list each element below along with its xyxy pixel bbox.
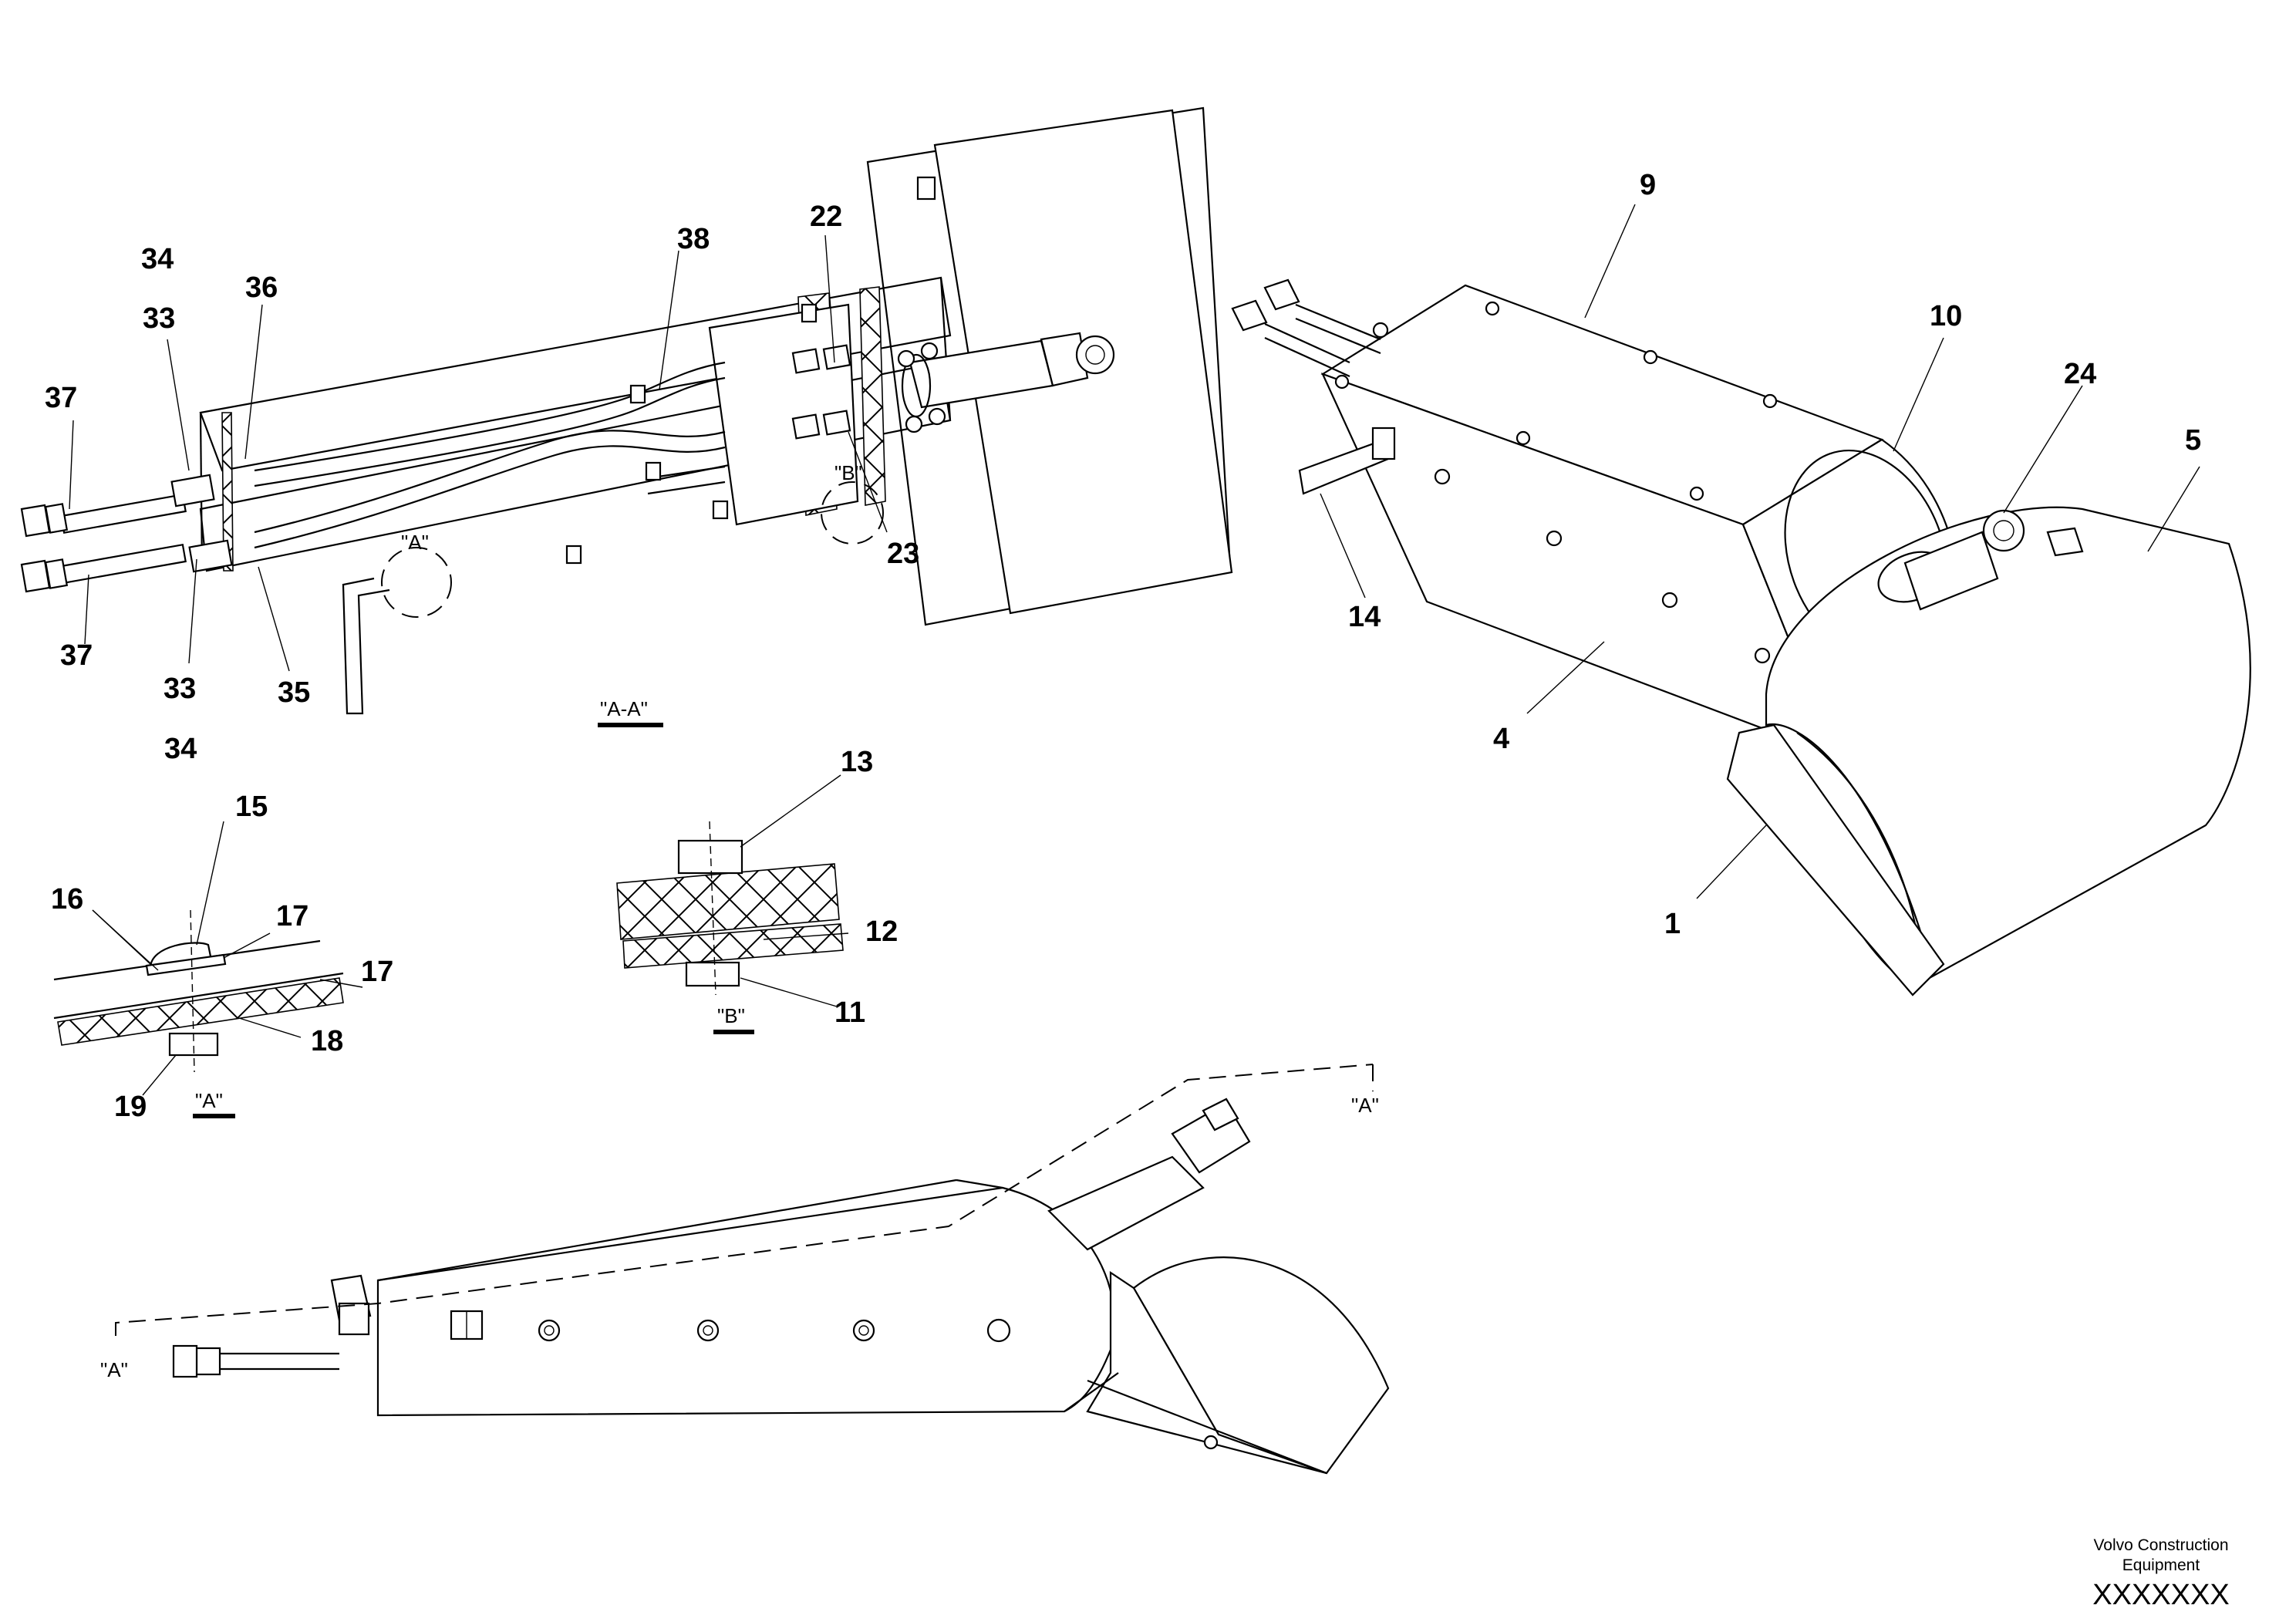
- brand-line-2: Equipment: [2122, 1556, 2200, 1574]
- section-aa-title: "A-A": [600, 697, 648, 720]
- marker-b-circle-label: "B": [834, 461, 862, 484]
- callout-33-bottom: 33: [164, 673, 196, 705]
- callout-36: 36: [245, 271, 278, 304]
- callout-17-top: 17: [276, 900, 308, 932]
- callout-numbers: 37 33 34 36 38 22 23 37 33 35 34 9 10 24…: [45, 169, 2201, 1123]
- callout-37-bottom: 37: [60, 639, 93, 672]
- left-hose-fittings: [20, 474, 233, 593]
- callout-34-bottom: 34: [164, 733, 197, 765]
- detail-a-title: "A": [195, 1089, 223, 1112]
- callout-19: 19: [114, 1091, 147, 1123]
- detail-b-view: "B": [616, 821, 844, 1034]
- title-block: Volvo Construction Equipment XXXXXXX: [2092, 1536, 2229, 1611]
- callout-14: 14: [1348, 601, 1381, 633]
- callout-9: 9: [1640, 169, 1656, 201]
- marker-a-circle-label: "A": [401, 531, 429, 554]
- callout-33-top: 33: [143, 302, 175, 335]
- callout-10: 10: [1930, 300, 1962, 332]
- callout-12: 12: [865, 916, 898, 948]
- callout-22: 22: [810, 201, 842, 233]
- callout-34-top: 34: [141, 243, 174, 275]
- leader-lines-aa: [69, 234, 888, 672]
- tank-isometric-view: [1231, 278, 2251, 996]
- callout-24: 24: [2064, 358, 2096, 390]
- callout-1: 1: [1664, 908, 1681, 940]
- section-aa-view: "A" "B" "A-A": [20, 106, 1233, 727]
- leader-lines-detail-a: [92, 821, 363, 1096]
- detail-a-view: "A": [53, 909, 344, 1118]
- callout-17-bottom: 17: [361, 956, 393, 988]
- callout-13: 13: [841, 746, 873, 778]
- brand-line-1: Volvo Construction: [2093, 1536, 2228, 1554]
- leader-lines-tank: [1320, 204, 2200, 899]
- detail-b-title: "B": [717, 1004, 745, 1027]
- callout-16: 16: [51, 883, 83, 916]
- callout-18: 18: [311, 1025, 343, 1057]
- callout-5: 5: [2185, 424, 2201, 457]
- tank-side-view: "A" "A": [100, 1064, 1390, 1475]
- callout-37-top: 37: [45, 382, 77, 414]
- callout-38: 38: [677, 223, 710, 255]
- callout-11: 11: [834, 996, 865, 1029]
- cut-a-right-label: "A": [1351, 1094, 1379, 1117]
- callout-23: 23: [887, 538, 919, 570]
- callout-15: 15: [235, 791, 268, 823]
- cut-a-left-label: "A": [100, 1358, 128, 1381]
- drawing-code: XXXXXXX: [2092, 1579, 2229, 1611]
- leader-lines-detail-b: [740, 774, 849, 1007]
- callout-35: 35: [278, 676, 310, 709]
- callout-4: 4: [1493, 723, 1509, 755]
